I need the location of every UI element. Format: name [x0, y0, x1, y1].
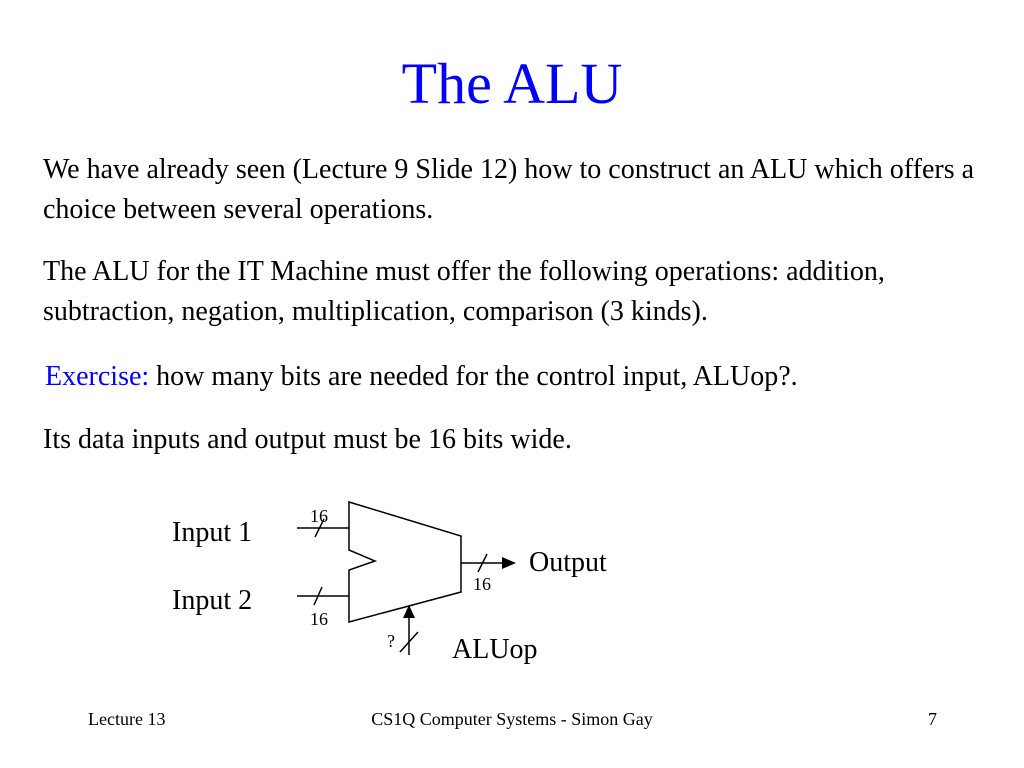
input2-width-label: 16 [310, 609, 328, 629]
input2-bus-slash [313, 586, 323, 606]
exercise-label: Exercise: [45, 361, 150, 392]
footer-page-number: 7 [928, 709, 937, 729]
aluop-label: ALUop [452, 634, 538, 665]
paragraph-exercise: Exercise: how many bits are needed for t… [45, 357, 1005, 397]
output-width-label: 16 [473, 574, 491, 594]
footer-lecture: Lecture 13 [88, 709, 166, 729]
footer-course: CS1Q Computer Systems - Simon Gay [371, 709, 653, 729]
output-arrowhead [502, 557, 516, 569]
exercise-text: how many bits are needed for the control… [149, 361, 798, 392]
slide-title: The ALU [401, 51, 623, 116]
paragraph-data-width: Its data inputs and output must be 16 bi… [43, 424, 572, 455]
alu-block [348, 500, 462, 623]
input1-width-label: 16 [310, 506, 328, 526]
output-bus-slash [477, 553, 488, 573]
paragraph-alu-operations: The ALU for the IT Machine must offer th… [43, 256, 885, 327]
input1-bus-slash [314, 518, 325, 538]
input1-label: Input 1 [172, 517, 252, 548]
output-label: Output [529, 547, 607, 578]
paragraph-alu-construction: We have already seen (Lecture 9 Slide 12… [43, 154, 975, 225]
aluop-width-label: ? [387, 631, 395, 651]
aluop-arrowhead [403, 605, 415, 618]
input2-label: Input 2 [172, 585, 252, 616]
aluop-bus-slash [399, 631, 419, 653]
